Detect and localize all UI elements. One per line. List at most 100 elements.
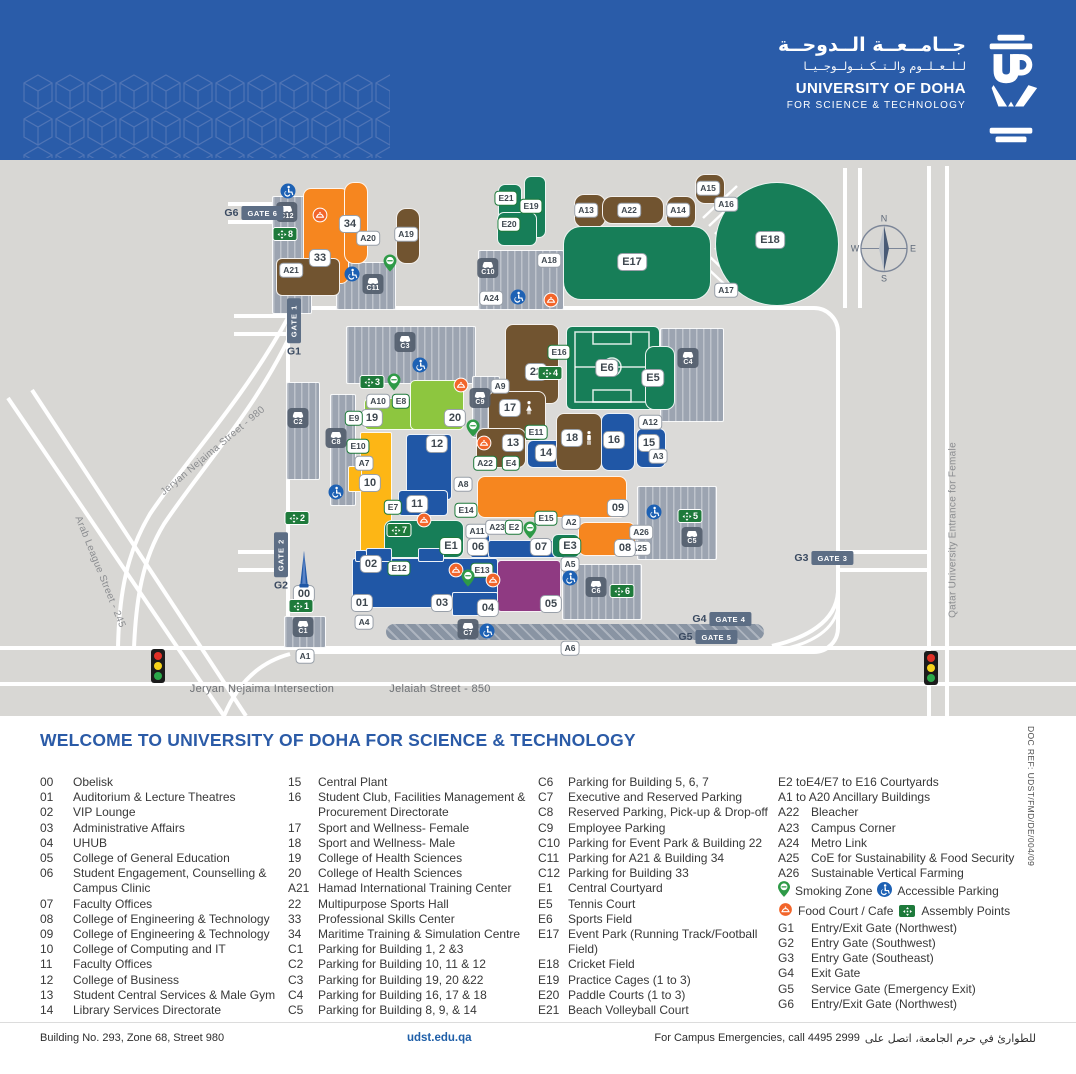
assembly-point-marker: 3 xyxy=(359,375,385,389)
legend-item-code: C4 xyxy=(288,987,304,1002)
street-label: Jeryan Nejaima Intersection xyxy=(189,683,335,695)
legend-item-code: E21 xyxy=(538,1003,560,1018)
food-court-icon xyxy=(453,377,469,393)
map-label-A4: A4 xyxy=(354,614,374,630)
legend-item-code: A22 xyxy=(778,805,800,820)
smoking-zone-icon xyxy=(523,521,537,539)
map-label-A18: A18 xyxy=(537,252,561,268)
assembly-point-marker: 6 xyxy=(609,584,635,598)
svg-text:S: S xyxy=(881,274,887,283)
legend-item-label: Library Services Directorate xyxy=(73,1003,222,1018)
legend-item-code: C5 xyxy=(288,1003,304,1018)
legend-item: 13 Student Central Services & Male Gym xyxy=(40,988,282,1003)
legend-item-code: 11 xyxy=(40,957,53,972)
map-label-E10: E10 xyxy=(346,438,370,454)
legend-item-code: 13 xyxy=(40,987,54,1002)
legend-item-code: E20 xyxy=(538,987,560,1002)
legend-item: 11 Faculty Offices xyxy=(40,957,282,972)
legend-item-code: 34 xyxy=(288,927,302,942)
legend-item-code: E18 xyxy=(538,957,560,972)
gate-code: G2 xyxy=(273,579,289,592)
map-label-12: 12 xyxy=(425,435,449,453)
legend-item-label: Parking for Building 5, 6, 7 xyxy=(568,775,709,789)
header-banner: جــامــعــة الــدوحــة لــلــعــلــوم وا… xyxy=(0,0,1076,160)
map-label-34: 34 xyxy=(338,215,362,233)
gate-badge: GATE 4 xyxy=(709,612,752,626)
legend-item-label: Entry/Exit Gate (Northwest) xyxy=(811,920,958,935)
legend-item-label: Bleacher xyxy=(811,805,859,820)
food-court-icon xyxy=(485,572,501,588)
accessible-icon xyxy=(479,623,495,639)
emergency-arabic: للطوارئ في حرم الجامعة، اتصل على xyxy=(864,1032,1036,1045)
legend-item: A1 to A20 Ancillary Buildings xyxy=(778,790,1034,805)
legend-item-label: Central Plant xyxy=(318,775,388,789)
legend-item-code: 09 xyxy=(40,927,54,942)
map-label-08: 08 xyxy=(613,539,637,557)
male-icon xyxy=(587,430,591,445)
udst-logo: جــامــعــة الــدوحــة لــلــعــلــوم وا… xyxy=(778,34,1042,144)
food-court-marker xyxy=(312,207,328,223)
female-facility-marker xyxy=(525,400,534,416)
map-label-03: 03 xyxy=(430,594,454,612)
legend-item-code: E17 xyxy=(538,927,560,942)
food-court-icon xyxy=(543,292,559,308)
parking-car-icon: C9 xyxy=(469,388,491,408)
footer-bar: Building No. 293, Zone 68, Street 980 ud… xyxy=(0,1022,1076,1074)
assembly-point-marker: 5 xyxy=(677,509,703,523)
parking-car-icon: C8 xyxy=(325,428,347,448)
legend-item-code: E5 xyxy=(538,896,553,911)
legend-item-label: Administrative Affairs xyxy=(73,820,185,835)
legend-item-label: Parking for Event Park & Building 22 xyxy=(568,835,763,850)
legend-item-label: Multipurpose Sports Hall xyxy=(318,896,449,911)
smoking-zone-marker xyxy=(466,419,480,437)
accessible-icon xyxy=(562,570,578,586)
map-label-E8: E8 xyxy=(391,393,411,409)
legend-item-code: A25 xyxy=(778,851,800,866)
legend-item-label: Auditorium & Lecture Theatres xyxy=(73,790,236,805)
legend-item-code: C11 xyxy=(538,851,560,866)
legend-item-label: Reserved Parking, Pick-up & Drop-off xyxy=(568,805,768,820)
legend-item-label: VIP Lounge xyxy=(73,805,136,820)
legend-icon-label: Food Court / Cafe xyxy=(798,903,894,918)
legend-item-label: Parking for Building 1, 2 &3 xyxy=(318,942,464,957)
legend-item: E2 toE4/E7 to E16 Courtyards xyxy=(778,775,1034,790)
accessible-icon xyxy=(412,357,428,373)
traffic-light-icon xyxy=(924,651,938,685)
legend-item-label: Parking for Building 19, 20 &22 xyxy=(318,972,484,987)
map-label-E19: E19 xyxy=(519,198,543,214)
legend-item-label: Faculty Offices xyxy=(73,957,153,972)
legend-item-code: C6 xyxy=(538,775,554,789)
accessible-icon xyxy=(344,266,360,282)
accessible-parking-marker xyxy=(646,504,662,520)
legend-item-label: E2 toE4/E7 to E16 Courtyards xyxy=(778,775,939,789)
legend-title: WELCOME TO UNIVERSITY OF DOHA FOR SCIENC… xyxy=(40,730,636,750)
building-address: Building No. 293, Zone 68, Street 980 xyxy=(40,1032,225,1044)
map-label-13: 13 xyxy=(501,434,525,452)
map-label-E5: E5 xyxy=(641,369,665,387)
parking-code-marker: C8 xyxy=(325,428,347,448)
legend-item-code: 03 xyxy=(40,820,54,835)
map-label-06: 06 xyxy=(466,538,490,556)
legend-item-label: A1 to A20 Ancillary Buildings xyxy=(778,790,931,805)
legend-item-label: Entry Gate (Southeast) xyxy=(811,951,934,966)
map-label-A9: A9 xyxy=(490,378,510,394)
map-label-09: 09 xyxy=(606,499,630,517)
smoking-zone-icon xyxy=(778,881,790,898)
map-label-18: 18 xyxy=(560,429,584,447)
legend-item-code: G5 xyxy=(778,981,795,996)
legend-item-label: Student Central Services & Male Gym xyxy=(73,987,276,1002)
